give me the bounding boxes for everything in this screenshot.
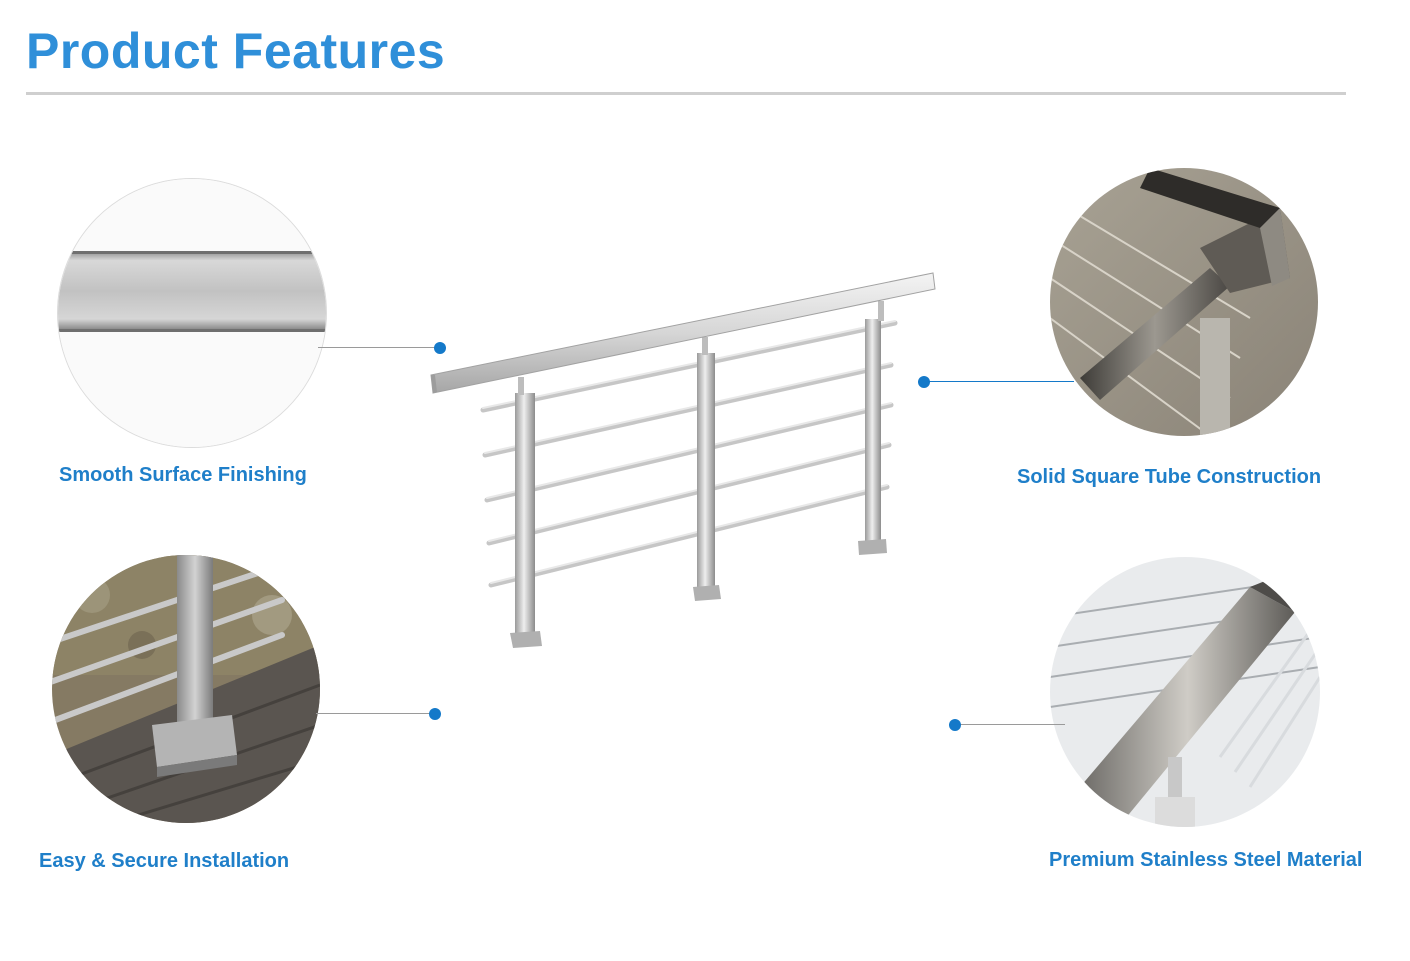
stainless-material-image xyxy=(1050,557,1320,827)
connector-line-1 xyxy=(318,347,438,348)
square-tube-image xyxy=(1050,168,1318,436)
railing-product-image xyxy=(425,265,945,655)
connector-line-4 xyxy=(955,724,1065,725)
page-title: Product Features xyxy=(26,23,446,79)
connector-dot-4 xyxy=(949,719,961,731)
feature-label-smooth-surface: Smooth Surface Finishing xyxy=(59,464,307,486)
connector-dot-1 xyxy=(434,342,446,354)
feature-label-installation: Easy & Secure Installation xyxy=(39,850,290,872)
smooth-surface-image xyxy=(57,178,327,448)
title-divider xyxy=(26,92,1346,95)
connector-line-3 xyxy=(316,713,436,714)
feature-label-square-tube: Solid Square Tube Construction xyxy=(1017,466,1322,488)
feature-label-stainless-steel: Premium Stainless Steel Material xyxy=(1049,849,1363,871)
connector-line-2 xyxy=(924,381,1074,382)
connector-dot-3 xyxy=(429,708,441,720)
connector-dot-2 xyxy=(918,376,930,388)
installation-image xyxy=(52,555,320,823)
